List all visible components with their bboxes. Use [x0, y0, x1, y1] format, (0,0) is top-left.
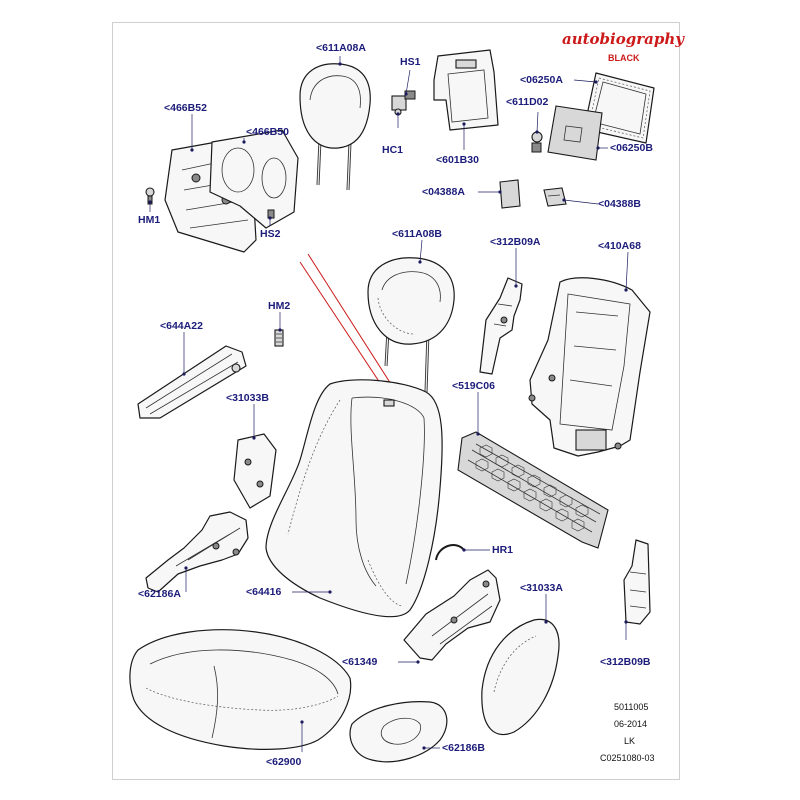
- side-bracket-upper: [479, 277, 523, 375]
- callout-601b30: <601B30: [436, 154, 479, 166]
- seat-back-panel: [528, 277, 651, 457]
- callout-61349: <61349: [342, 656, 378, 668]
- callout-466b50: <466B50: [246, 126, 289, 138]
- leader-lines: [148, 56, 629, 752]
- brand-title: autobiography: [562, 30, 684, 48]
- guide-clip-hs1: [391, 90, 416, 116]
- badge-plate: [547, 105, 603, 161]
- screw-hm2: [274, 329, 284, 347]
- foam-pad: [349, 701, 448, 763]
- recliner-mechanism-right: [403, 569, 501, 661]
- side-bracket-lower: [623, 539, 651, 625]
- callout-hr1: HR1: [492, 544, 514, 556]
- seat-cushion: [129, 629, 352, 750]
- callout-hm2: HM2: [268, 300, 291, 312]
- footer-code-3: C0251080-03: [600, 753, 655, 763]
- footer-code-2: LK: [624, 736, 636, 746]
- callout-62900: <62900: [266, 756, 302, 768]
- callout-312b09a: <312B09A: [490, 236, 541, 248]
- callout-hm1: HM1: [138, 214, 161, 226]
- callout-06250a: <06250A: [520, 74, 563, 86]
- callout-64416: <64416: [246, 586, 282, 598]
- footer-date: 06-2014: [614, 719, 648, 729]
- lumbar-support-mat: [457, 431, 609, 549]
- brand-variant: BLACK: [608, 53, 640, 63]
- headrest-lower: [367, 257, 455, 393]
- switch-04388a: [499, 179, 521, 209]
- callout-611a08a: <611A08A: [316, 42, 366, 54]
- switch-04388b: [543, 187, 567, 207]
- footer-code-1: 5011005: [614, 702, 649, 712]
- recliner-mechanism-left: [145, 511, 249, 593]
- callout-hs2: HS2: [260, 228, 281, 240]
- callout-410a68: <410A68: [598, 240, 641, 252]
- callout-611d02: <611D02: [506, 96, 549, 108]
- callout-312b09b: <312B09B: [600, 656, 651, 668]
- callout-519c06: <519C06: [452, 380, 495, 392]
- callout-466b52: <466B52: [164, 102, 207, 114]
- callout-hs1: HS1: [400, 56, 421, 68]
- memory-switch: [531, 131, 543, 153]
- callout-31033a: <31033A: [520, 582, 563, 594]
- callout-62186a: <62186A: [138, 588, 181, 600]
- callout-62186b: <62186B: [442, 742, 485, 754]
- callout-644a22: <644A22: [160, 320, 203, 332]
- side-trim-bar: [137, 345, 247, 419]
- side-shield-right: [481, 618, 560, 736]
- control-bezel: [433, 49, 499, 131]
- backrest-cover: [265, 379, 443, 618]
- side-shield-left: [233, 433, 277, 509]
- callout-31033b: <31033B: [226, 392, 269, 404]
- red-leader-b: [307, 253, 397, 393]
- callout-06250b: <06250B: [610, 142, 653, 154]
- callout-04388a: <04388A: [422, 186, 465, 198]
- callout-hc1: HC1: [382, 144, 404, 156]
- callout-04388b: <04388B: [598, 198, 641, 210]
- headrest-upper: [299, 63, 371, 191]
- lumbar-plate-front: [209, 129, 299, 229]
- callout-611a08b: <611A08B: [392, 228, 442, 240]
- screw-hm1: [145, 187, 155, 205]
- red-leader-a: [299, 261, 387, 393]
- wire-clip-hr1: [435, 544, 465, 561]
